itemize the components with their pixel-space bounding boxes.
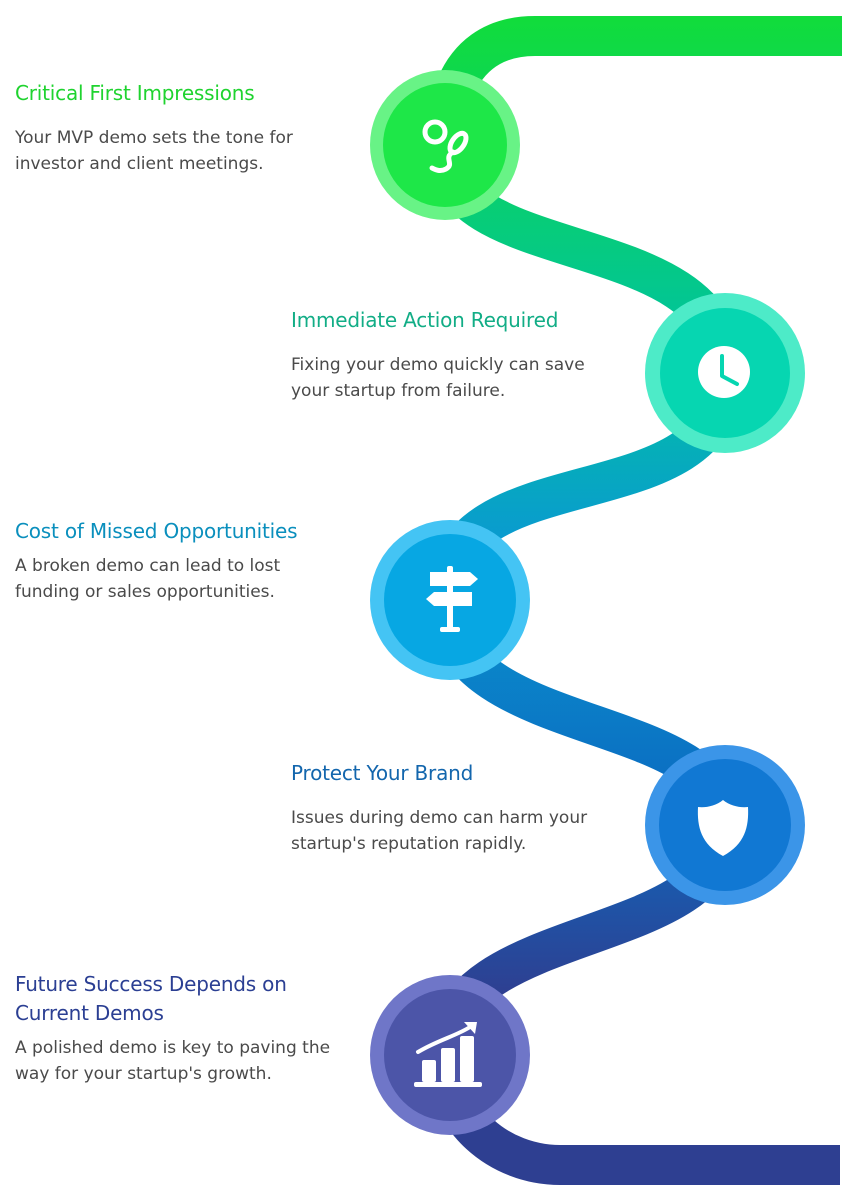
step-node-4: [645, 745, 805, 905]
step-title: Future Success Depends on Current Demos: [15, 972, 287, 1025]
step-3: Cost of Missed Opportunities A broken de…: [15, 517, 325, 605]
step-title: Immediate Action Required: [291, 308, 559, 332]
sperm-icon: [422, 119, 469, 174]
step-description: A broken demo can lead to lost funding o…: [15, 556, 281, 602]
step-node-5: [370, 975, 530, 1135]
growth-chart-icon: [414, 1022, 482, 1087]
step-node-1: [370, 70, 520, 220]
step-description: Issues during demo can harm your startup…: [291, 808, 588, 854]
signpost-icon: [426, 566, 478, 632]
step-title: Critical First Impressions: [15, 81, 255, 105]
step-description: A polished demo is key to paving the way…: [15, 1038, 331, 1084]
clock-icon: [698, 346, 750, 398]
step-title: Cost of Missed Opportunities: [15, 519, 298, 543]
step-description: Your MVP demo sets the tone for investor…: [15, 128, 293, 174]
step-5: Future Success Depends on Current Demos …: [15, 970, 335, 1087]
step-node-3: [370, 520, 530, 680]
step-description: Fixing your demo quickly can save your s…: [291, 355, 585, 401]
shield-icon: [697, 800, 749, 856]
step-2: Immediate Action Required Fixing your de…: [291, 306, 611, 404]
step-node-2: [645, 293, 805, 453]
step-1: Critical First Impressions Your MVP demo…: [15, 79, 335, 177]
step-title: Protect Your Brand: [291, 761, 474, 785]
step-4: Protect Your Brand Issues during demo ca…: [291, 759, 611, 857]
